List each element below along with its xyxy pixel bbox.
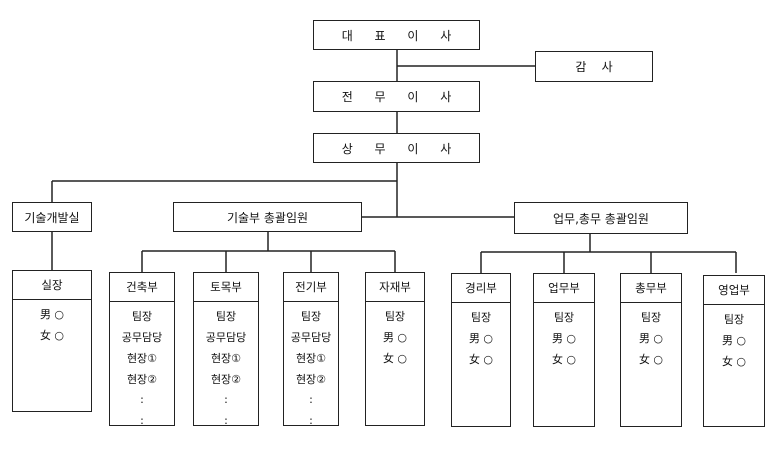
department-member-row: 女 ○ <box>468 352 494 366</box>
department-member-row: 현장① <box>210 351 242 365</box>
department-name: 건축부 <box>110 273 174 302</box>
admin-exec-box: 업무,총무 총괄임원 <box>514 202 688 234</box>
department-name: 영업부 <box>704 276 764 305</box>
department-member-row: 女 ○ <box>721 354 747 368</box>
department-box: 실장 男 ○ 女 ○ <box>12 270 92 412</box>
department-member-row: 팀장 <box>723 312 745 326</box>
executive-director-box: 상 무 이 사 <box>313 133 480 163</box>
department-member-row: : <box>140 393 144 406</box>
department-member-row: 男 ○ <box>382 330 408 344</box>
auditor-box: 감 사 <box>535 51 653 82</box>
department-member-row: 팀장 <box>553 310 575 324</box>
department-member-row: 男 ○ <box>39 307 65 321</box>
department-member-row: : <box>140 414 144 427</box>
department-member-row: 男 ○ <box>551 331 577 345</box>
department-member-row: 현장② <box>126 372 158 386</box>
department-member-row: 공무담당 <box>205 330 247 344</box>
department-member-row: 현장② <box>295 372 327 386</box>
department-member-row: 팀장 <box>300 309 322 323</box>
department-member-row: 팀장 <box>215 309 237 323</box>
department-name: 총무부 <box>621 274 681 303</box>
department-member-row: : <box>309 393 313 406</box>
department-name: 토목부 <box>194 273 258 302</box>
department-member-row: 팀장 <box>384 309 406 323</box>
department-member-row: 팀장 <box>640 310 662 324</box>
department-member-row: 男 ○ <box>638 331 664 345</box>
department-member-row: 공무담당 <box>121 330 163 344</box>
department-member-row: 현장① <box>295 351 327 365</box>
department-member-row: 현장② <box>210 372 242 386</box>
department-member-row: 공무담당 <box>290 330 332 344</box>
department-members: 팀장 男 ○ 女 ○ <box>366 302 424 368</box>
ceo-box: 대 표 이 사 <box>313 20 480 50</box>
department-member-row: 女 ○ <box>39 328 65 342</box>
department-name: 업무부 <box>534 274 594 303</box>
department-members: 팀장 男 ○ 女 ○ <box>452 303 510 369</box>
department-member-row: 팀장 <box>470 310 492 324</box>
tech-lab-box: 기술개발실 <box>12 202 92 232</box>
department-member-row: 현장① <box>126 351 158 365</box>
department-members: 팀장 男 ○ 女 ○ <box>621 303 681 369</box>
department-name: 실장 <box>13 271 91 300</box>
department-member-row: 男 ○ <box>721 333 747 347</box>
department-members: 팀장 男 ○ 女 ○ <box>534 303 594 369</box>
department-member-row: 女 ○ <box>551 352 577 366</box>
department-member-row: : <box>224 414 228 427</box>
department-name: 자재부 <box>366 273 424 302</box>
department-member-row: 女 ○ <box>382 351 408 365</box>
department-members: 男 ○ 女 ○ <box>13 300 91 345</box>
department-member-row: : <box>309 414 313 427</box>
department-name: 전기부 <box>284 273 338 302</box>
department-members: 팀장 男 ○ 女 ○ <box>704 305 764 371</box>
department-member-row: 女 ○ <box>638 352 664 366</box>
department-member-row: : <box>224 393 228 406</box>
department-member-row: 男 ○ <box>468 331 494 345</box>
managing-director-box: 전 무 이 사 <box>313 81 480 112</box>
department-member-row: 팀장 <box>131 309 153 323</box>
department-name: 경리부 <box>452 274 510 303</box>
tech-exec-box: 기술부 총괄임원 <box>173 202 362 232</box>
